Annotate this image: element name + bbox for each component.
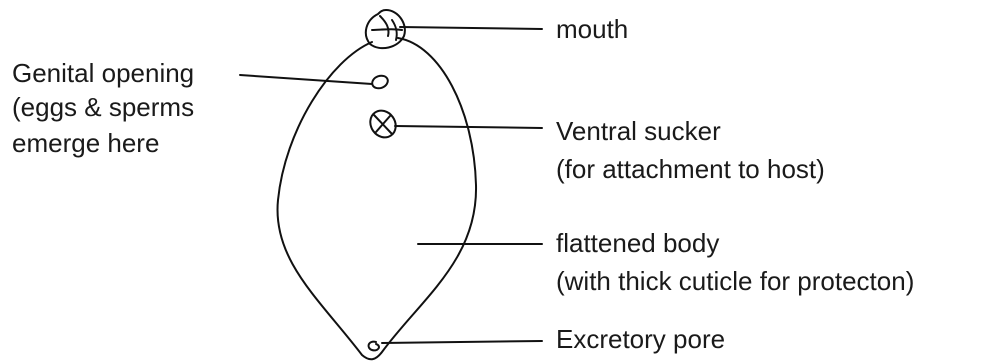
mouth-leader-line [400,27,542,29]
excretory-pore-label: Excretory pore [556,322,725,356]
ventral-sucker-label-line2: (for attachment to host) [556,152,825,186]
excretory-pore-leader-line [382,341,542,343]
genital-leader-line [240,75,372,84]
ventral-sucker-shape [365,106,401,143]
mouth-label: mouth [556,12,628,46]
genital-opening-shape [370,74,389,91]
flattened-body-label-line2: (with thick cuticle for protecton) [556,264,914,298]
flattened-body-label-line1: flattened body [556,226,719,260]
genital-opening-label-line1: Genital opening [12,56,194,90]
ventral-sucker-leader-line [395,126,542,128]
genital-opening-label-line2: (eggs & sperms [12,90,194,124]
fluke-body-outline [277,38,476,359]
genital-opening-label-line3: emerge here [12,126,159,160]
excretory-pore-shape [369,342,379,351]
ventral-sucker-label-line1: Ventral sucker [556,114,721,148]
